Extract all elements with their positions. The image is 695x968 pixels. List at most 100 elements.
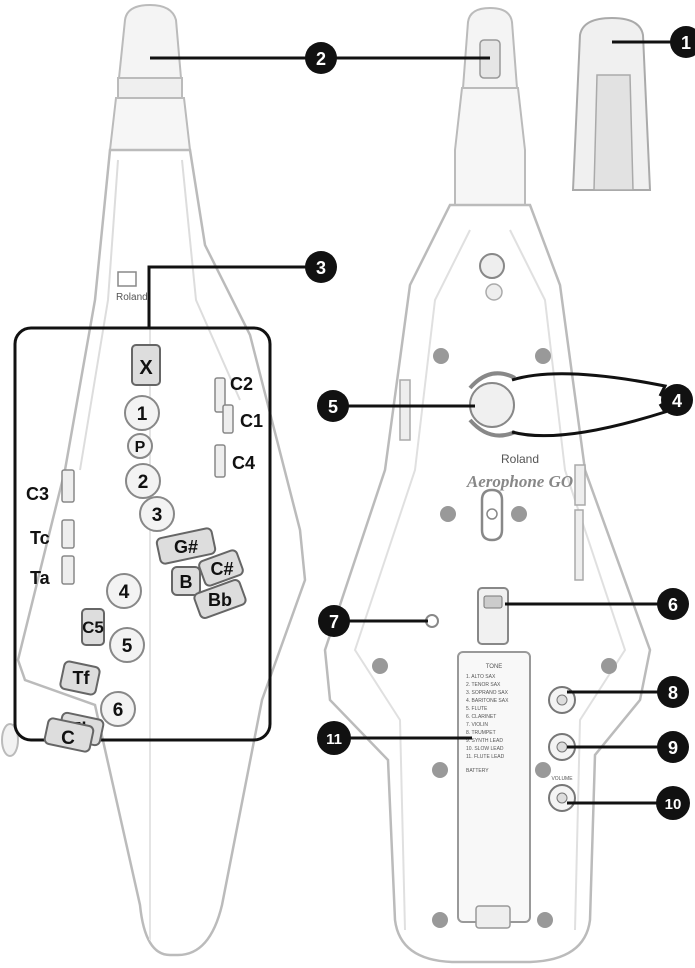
rear-octave-down-button [468,418,516,438]
callout-10: 10 [656,786,690,820]
tone-list-item: 7. VIOLIN [466,722,488,728]
tone-list-item: 10. SLOW LEAD [466,746,504,752]
key-c4-shape [214,444,226,478]
tone-list-item: 1. ALTO SAX [466,674,496,680]
rear-screw [535,762,551,778]
rear-brand-text: Roland [501,452,539,466]
key-cs [198,549,244,587]
rear-screw [433,348,449,364]
svg-text:9: 9 [668,738,678,758]
front-body-inner-line [79,159,119,471]
key-c [43,717,95,753]
rear-screw [601,658,617,674]
key-c3-label: C3 [26,484,49,504]
callout-9: 9 [657,731,689,763]
key-1-label: 1 [137,404,148,425]
tone-list-item: 8. TRUMPET [466,730,496,736]
key-b [171,566,201,596]
svg-text:5: 5 [328,397,338,417]
rear-connector-below [485,283,503,301]
key-c1-label: C1 [240,411,263,431]
callout-7: 7 [318,605,350,637]
tone-list-item: 11. FLUTE LEAD [466,754,505,760]
svg-text:11: 11 [326,731,342,748]
tone-list-item: 2. TENOR SAX [466,682,501,688]
front-side-bump [1,723,19,757]
rear-strap-hook [480,488,504,542]
rear-body-inner-edge [353,229,471,931]
tone-list-item: 9. SYNTH LEAD [466,738,503,744]
key-c2-label: C2 [230,374,253,394]
rear-screw [535,348,551,364]
key-1 [124,395,160,431]
leader-4-upper [511,372,668,397]
rear-screw [432,762,448,778]
callout-3: 3 [305,251,337,283]
key-c2-shape [214,377,226,413]
key-3-label: 3 [152,505,163,526]
callout-4: 4 [661,384,693,416]
key-5-label: 5 [122,636,133,657]
key-gs-label: G# [174,537,198,557]
front-mouthpiece [117,3,183,79]
key-6-label: 6 [113,700,124,721]
tone-list-item: 5. FLUTE [466,706,488,712]
key-b-label: B [180,572,193,592]
rear-tone-knob-center [556,694,568,706]
rear-neck [454,87,526,206]
rear-side-strip [399,379,411,441]
key-x-label: X [139,357,153,379]
mouthpiece-cap-slot [593,74,634,191]
callout-11: 11 [317,721,351,755]
rear-battery-latch [475,905,511,929]
front-brand-logo-text: Roland [116,292,148,303]
front-neck [108,97,192,151]
leader-lines [147,40,672,805]
svg-text:8: 8 [668,683,678,703]
rear-model-text: Aerophone GO [466,472,573,491]
svg-text:6: 6 [668,595,678,615]
key-c-label: C [61,728,75,749]
rear-volume-knob-center [556,792,568,804]
key-ta-label: Ta [30,568,51,588]
rear-strap-hook-hole [486,508,498,520]
key-p-label: P [135,439,146,456]
svg-text:7: 7 [329,612,339,632]
key-bb-label: Bb [208,590,232,610]
svg-text:1: 1 [681,33,691,53]
tone-list-item: 6. CLARINET [466,714,496,720]
callout-8: 8 [657,676,689,708]
svg-text:4: 4 [672,391,682,411]
rear-side-strip-right-2 [574,509,584,581]
callout-1: 1 [670,26,695,58]
key-4 [106,573,142,609]
front-neck-ring [117,77,183,99]
key-c3-shape [61,469,75,503]
key-2-label: 2 [138,472,149,493]
leader-4-lower [511,403,668,438]
key-ta-shape [61,555,75,585]
rear-screw [432,912,448,928]
key-tf-label: Tf [73,668,91,688]
rear-volume-label: VOLUME [551,776,573,782]
callout-6: 6 [657,588,689,620]
svg-text:2: 2 [316,49,326,69]
key-tf [59,660,101,696]
rear-thumb-rest [469,382,515,428]
key-4-label: 4 [119,582,130,603]
svg-text:3: 3 [316,258,326,278]
key-tc-label: Tc [30,528,50,548]
rear-screw [372,658,388,674]
callout-5: 5 [317,390,349,422]
key-tc-shape [61,519,75,549]
key-5 [109,627,145,663]
key-3 [139,496,175,532]
rear-screw [511,506,527,522]
rear-side-strip-right [574,464,586,506]
key-c1-shape [222,404,234,434]
front-view: Roland C2 C1 C4 C3 Tc Ta X 1 P 2 3 4 5 [1,3,307,957]
front-body-inner-line-2 [181,159,241,401]
